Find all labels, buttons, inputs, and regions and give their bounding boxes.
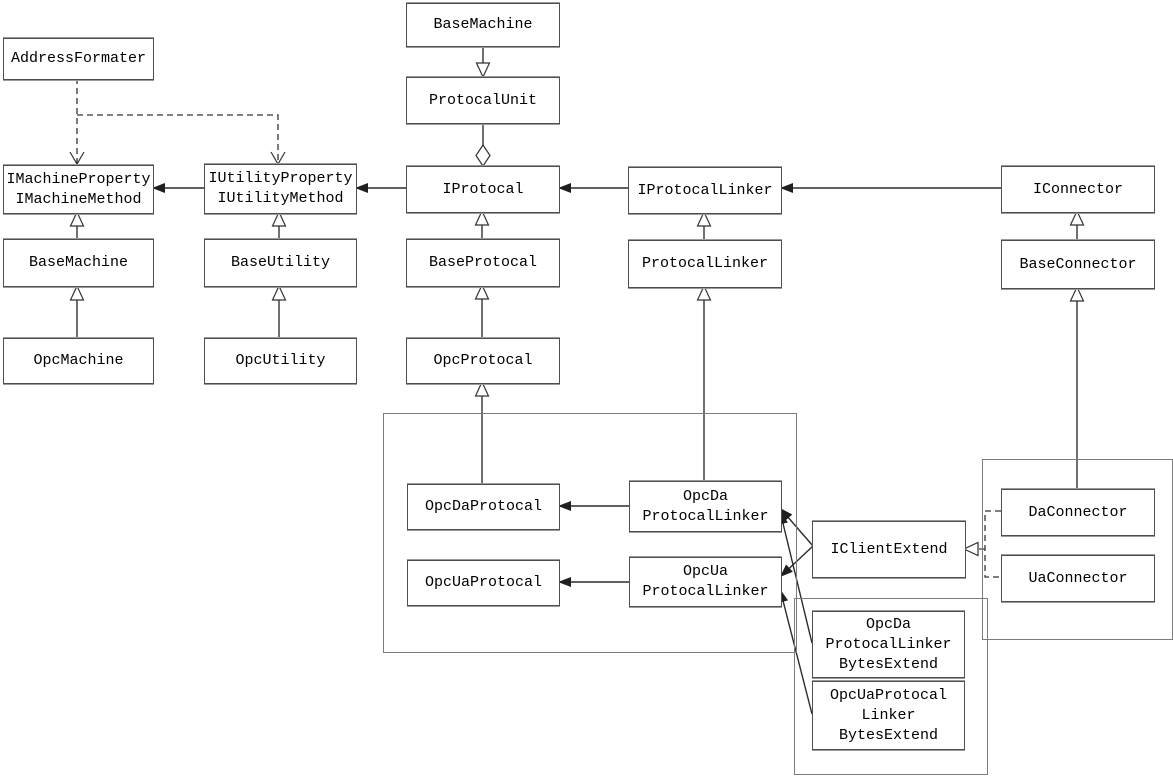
class-box-base-machine[interactable]: BaseMachine xyxy=(3,239,154,287)
class-label: OpcUa ProtocalLinker xyxy=(642,563,769,600)
class-label: OpcUaProtocal Linker BytesExtend xyxy=(829,686,948,744)
class-box-iconnector[interactable]: IConnector xyxy=(1001,166,1155,213)
class-label: OpcMachine xyxy=(33,352,124,369)
class-box-imachine-interface[interactable]: IMachineProperty IMachineMethod xyxy=(3,165,154,214)
class-box-base-protocal[interactable]: BaseProtocal xyxy=(406,239,560,287)
class-label: BaseMachine xyxy=(28,254,129,271)
class-box-opc-ua-protocal[interactable]: OpcUaProtocal xyxy=(407,560,560,606)
class-box-address-formater[interactable]: AddressFormater xyxy=(3,38,154,80)
class-label: BaseMachine xyxy=(433,16,533,33)
class-label: IProtocalLinker xyxy=(637,181,773,199)
class-label: OpcDaProtocal xyxy=(424,498,543,515)
class-box-opc-utility[interactable]: OpcUtility xyxy=(204,338,357,384)
class-box-base-utility[interactable]: BaseUtility xyxy=(204,239,357,287)
class-label: IProtocal xyxy=(442,180,524,198)
dependency-arrows xyxy=(69,78,286,166)
class-box-opc-ua-protocal-linker[interactable]: OpcUa ProtocalLinker xyxy=(629,557,782,607)
class-label: IClientExtend xyxy=(830,540,948,558)
aggregation-protocalunit-iprotocal xyxy=(475,122,491,168)
class-box-iclient-extend[interactable]: IClientExtend xyxy=(812,521,966,578)
class-box-opc-protocal[interactable]: OpcProtocal xyxy=(406,338,560,384)
aggregation-diamond xyxy=(475,143,491,168)
class-box-opc-ua-protocal-linker-bytes-extend[interactable]: OpcUaProtocal Linker BytesExtend xyxy=(812,681,965,750)
class-box-iutility-interface[interactable]: IUtilityProperty IUtilityMethod xyxy=(204,164,357,214)
class-label: ProtocalLinker xyxy=(641,255,769,272)
class-label: OpcDa ProtocalLinker xyxy=(642,487,769,525)
class-label: AddressFormater xyxy=(10,50,147,67)
class-box-opc-da-protocal-linker-bytes-extend[interactable]: OpcDa ProtocalLinker BytesExtend xyxy=(812,611,965,678)
class-label: IConnector xyxy=(1032,180,1123,198)
class-label: OpcUaProtocal xyxy=(424,574,543,591)
class-box-da-connector[interactable]: DaConnector xyxy=(1001,489,1155,536)
class-box-opc-machine[interactable]: OpcMachine xyxy=(3,338,154,384)
class-box-protocal-unit[interactable]: ProtocalUnit xyxy=(406,77,560,124)
class-label: BaseUtility xyxy=(230,254,331,271)
class-box-ua-connector[interactable]: UaConnector xyxy=(1001,555,1155,602)
class-box-iprotocal-linker[interactable]: IProtocalLinker xyxy=(628,167,782,214)
class-box-base-connector[interactable]: BaseConnector xyxy=(1001,240,1155,289)
class-label: OpcProtocal xyxy=(433,352,533,369)
class-box-opc-da-protocal[interactable]: OpcDaProtocal xyxy=(407,484,560,530)
class-box-opc-da-protocal-linker[interactable]: OpcDa ProtocalLinker xyxy=(629,481,782,532)
class-box-base-machine-unit[interactable]: BaseMachine xyxy=(406,3,560,47)
class-label: IMachineProperty IMachineMethod xyxy=(6,170,151,208)
group-connectors[interactable] xyxy=(982,459,1173,640)
group-bytes-extend[interactable] xyxy=(794,598,988,775)
dep-addressformater-to-iutility xyxy=(77,114,286,166)
class-box-iprotocal[interactable]: IProtocal xyxy=(406,166,560,213)
class-label: UaConnector xyxy=(1028,569,1128,587)
class-label: IUtilityProperty IUtilityMethod xyxy=(208,170,353,207)
class-label: OpcUtility xyxy=(235,352,326,369)
realization-arrows xyxy=(962,510,1001,578)
realization-connector-bus xyxy=(984,510,1001,578)
class-label: DaConnector xyxy=(1028,503,1128,521)
class-box-protocal-linker[interactable]: ProtocalLinker xyxy=(628,240,782,288)
generalization-arrows xyxy=(69,45,1085,489)
class-label: ProtocalUnit xyxy=(428,91,538,109)
group-opc-protocal-linkers[interactable] xyxy=(383,413,797,653)
class-label: BaseConnector xyxy=(1019,255,1137,273)
class-label: OpcDa ProtocalLinker BytesExtend xyxy=(825,615,952,673)
class-label: BaseProtocal xyxy=(428,254,538,271)
